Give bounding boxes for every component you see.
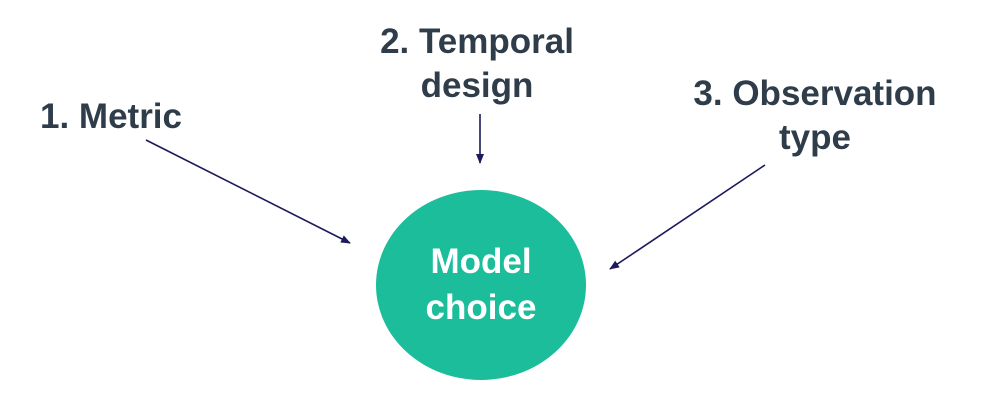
model-choice-label: Model choice — [426, 239, 537, 331]
factor-label-observation-type: 3. Observation type — [688, 72, 942, 160]
arrow-metric-to-model — [145, 139, 351, 244]
factor-label-line: 3. Observation — [693, 74, 937, 113]
model-choice-node: Model choice — [376, 190, 586, 380]
node-label-line: choice — [425, 288, 537, 327]
factor-label-line: type — [779, 118, 851, 157]
node-label-line: Model — [430, 242, 532, 281]
factor-label-line: 2. Temporal — [380, 22, 574, 61]
factor-label-line: 1. Metric — [40, 97, 182, 136]
factor-label-line: design — [420, 66, 534, 105]
factor-label-metric: 1. Metric — [40, 95, 182, 139]
arrow-observation-to-model — [609, 164, 766, 270]
factor-label-temporal-design: 2. Temporal design — [372, 20, 582, 108]
